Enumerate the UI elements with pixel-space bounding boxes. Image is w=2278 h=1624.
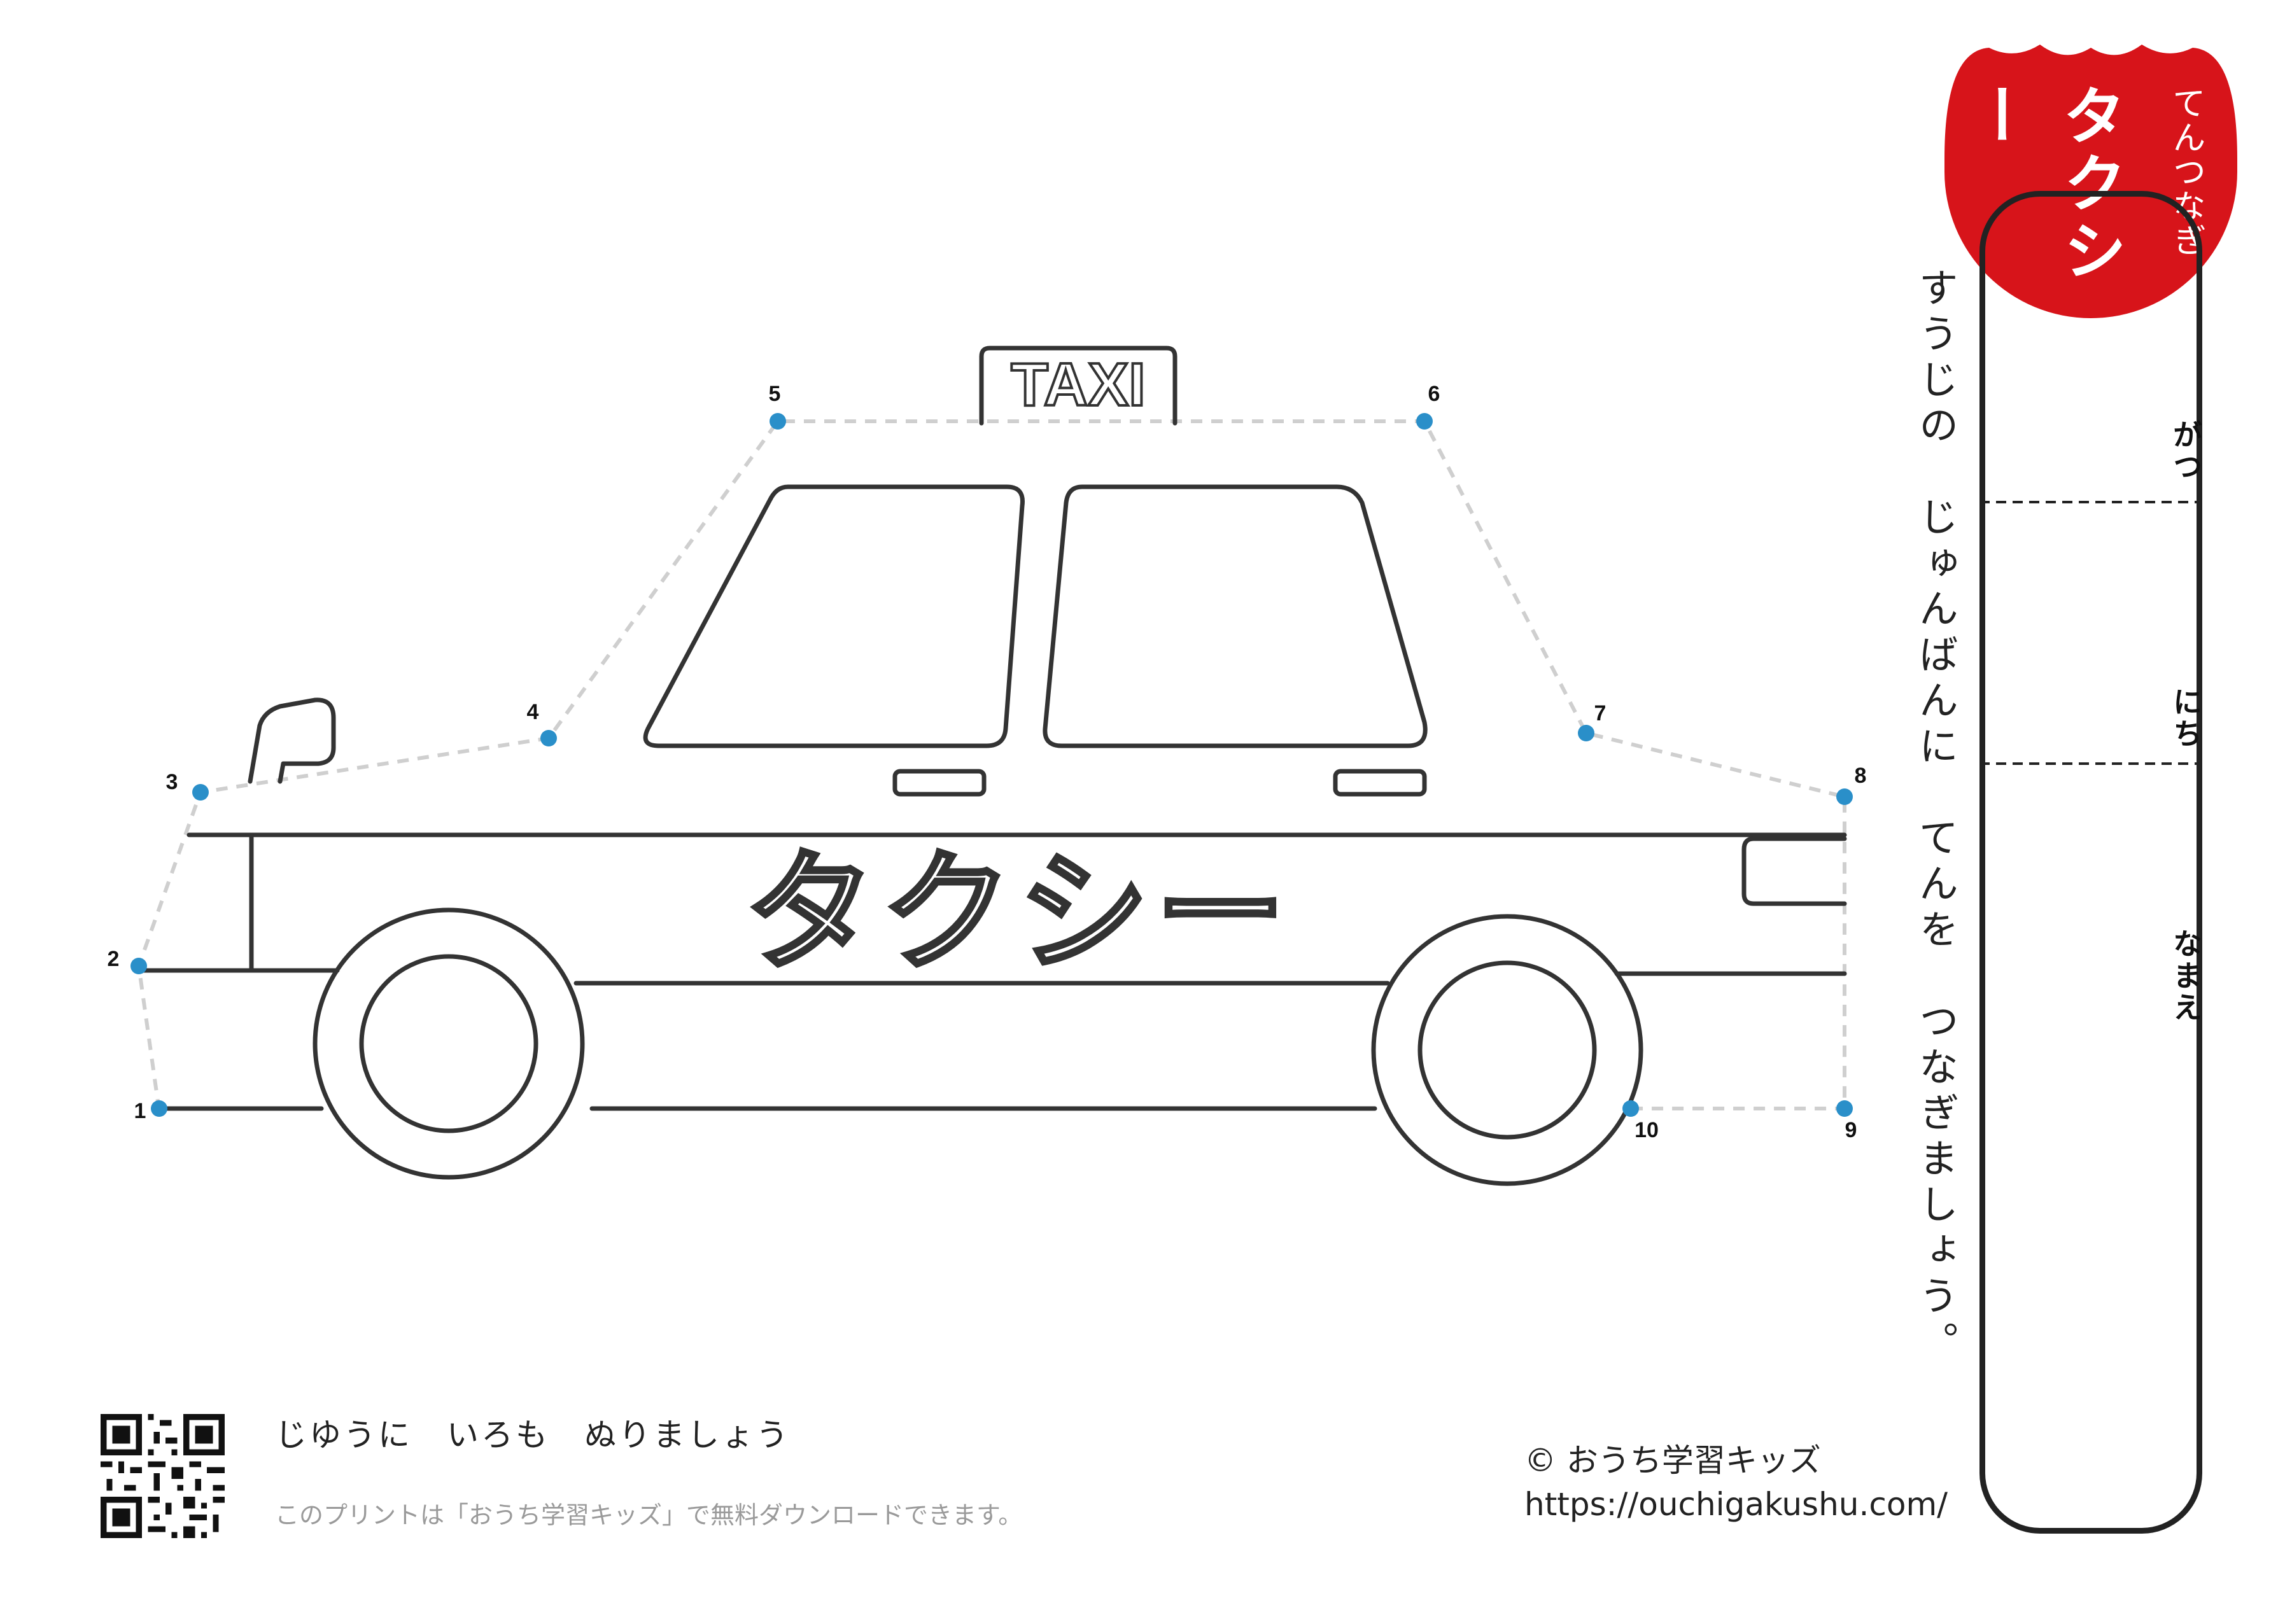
day-label: にち [2169,687,2203,750]
door-handle-front [892,769,987,797]
taxi-sign-box [979,346,1178,426]
dot-layer: 1 2 3 4 5 6 7 8 9 10 [108,382,1867,1142]
dot-label-2: 2 [108,947,120,971]
dot-label-5: 5 [769,382,781,406]
dot-2 [130,958,147,974]
dot-label-7: 7 [1594,701,1607,725]
qr-code-icon [101,1414,225,1538]
badge-title: タクシー [1960,83,2127,285]
front-wheel-outer [313,907,585,1180]
dot-5 [770,413,786,430]
dot-4 [540,730,557,746]
dot-1 [151,1100,167,1117]
dot-path [136,419,1846,1111]
field-dividers [1979,501,2202,765]
rear-window [1043,484,1428,748]
dot-10 [1622,1100,1639,1117]
instruction-text: すうじの じゅんばんに てんを つなぎましょう。 [1912,267,1958,1367]
month-label: がつ [2169,419,2203,483]
taxi-sign-text: TAXI [1011,351,1146,419]
dot-6 [1416,413,1433,430]
coloring-prompt: じゆうに いろも ぬりましょう [275,1417,791,1453]
download-note: このプリントは「おうち学習キッズ」で無料ダウンロードできます。 [275,1501,1023,1529]
dot-7 [1578,725,1594,741]
dot-label-4: 4 [527,700,539,724]
door-handle-rear [1333,769,1427,797]
name-label: なまえ [2169,928,2203,1024]
dot-3 [192,784,209,801]
front-window [643,484,1025,748]
front-wheel-inner [359,954,538,1133]
site-url-link[interactable]: https://ouchigakushu.com/ [1524,1486,1948,1523]
rear-wheel-outer [1371,914,1643,1186]
car-outline [136,346,1847,1186]
dot-label-9: 9 [1845,1118,1857,1142]
name-date-box: がつ にち なまえ [1979,191,2203,1534]
dot-label-3: 3 [166,770,178,794]
side-mirror [248,697,336,784]
dot-label-1: 1 [134,1099,146,1123]
car-lettering: タクシー [745,837,1292,989]
dot-label-10: 10 [1635,1118,1659,1142]
dot-label-6: 6 [1428,382,1440,406]
copyright-text: © おうち学習キッズ [1524,1442,1821,1479]
tail-light [1741,836,1847,906]
dot-label-8: 8 [1855,764,1867,788]
rear-wheel-inner [1417,960,1597,1140]
dot-8 [1836,788,1853,805]
dot-9 [1836,1100,1853,1117]
